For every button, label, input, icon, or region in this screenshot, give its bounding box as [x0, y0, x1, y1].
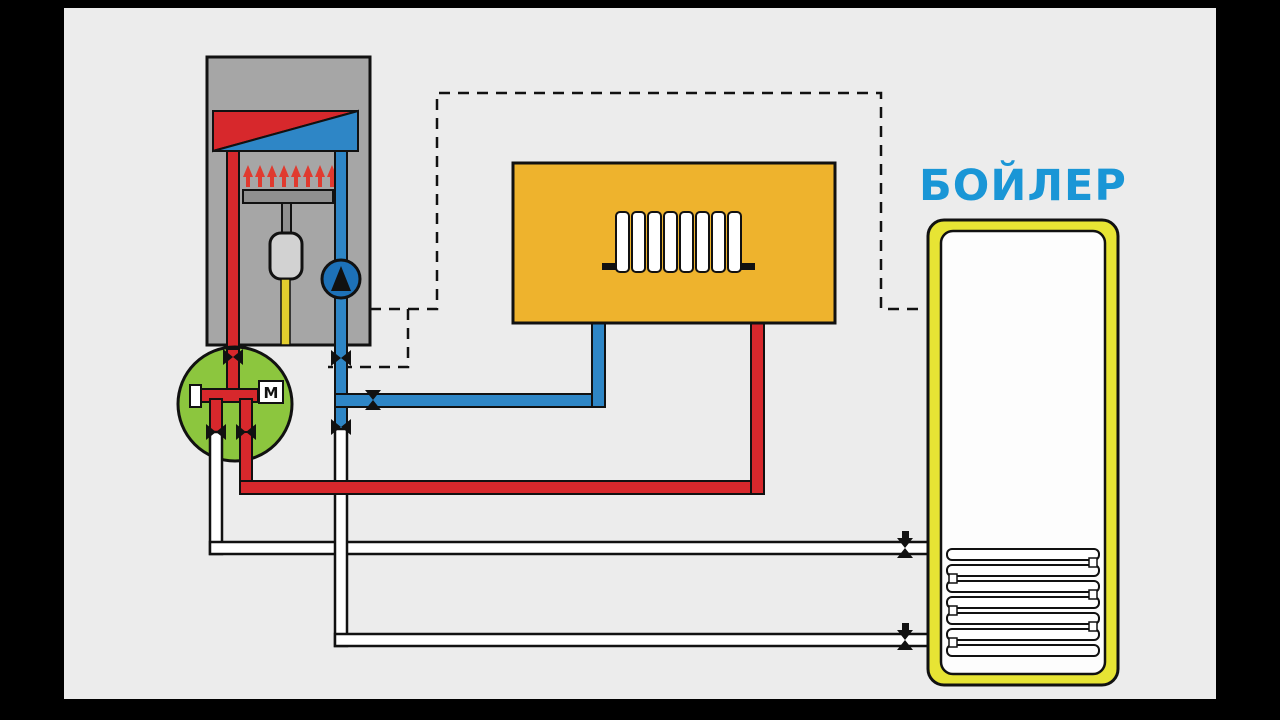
mixer-end-cap [189, 384, 202, 408]
tank-coil [946, 548, 1100, 657]
indirect-tank: БОЙЛЕР [919, 160, 1127, 687]
heated-room [511, 161, 837, 325]
shutoff-valves [206, 349, 913, 650]
control-wire-mixing-valve [328, 309, 410, 369]
coil-turn [946, 596, 1100, 609]
coil-turn [946, 564, 1100, 577]
radiator-section [615, 211, 630, 273]
coil-connector [1088, 621, 1098, 632]
gas-pipe [280, 278, 291, 346]
radiator-section [647, 211, 662, 273]
radiator-stub-left [602, 263, 616, 270]
heat-exchanger-cold-wedge [212, 109, 359, 152]
tank-interior [939, 229, 1107, 676]
radiator-stub-right [741, 263, 755, 270]
radiator-hot-riser [750, 322, 765, 495]
radiator-section [631, 211, 646, 273]
coil-connector [1088, 589, 1098, 600]
radiator-section [663, 211, 678, 273]
radiator-cold-riser [591, 322, 606, 408]
coil-connector [948, 605, 958, 616]
burner-stem [281, 202, 292, 235]
pump-arrow-icon [331, 266, 351, 291]
control-wiring [328, 91, 926, 369]
coil-turn [946, 548, 1100, 561]
coil-connector [948, 573, 958, 584]
coil-pipe-right-vertical [333, 427, 349, 648]
valve-handle [902, 531, 909, 541]
pump-inlet-riser [334, 150, 348, 264]
boiler-supply-pipe [226, 150, 240, 362]
coil-turn [946, 628, 1100, 641]
gas-valve [268, 231, 304, 281]
valve-motor-label: M [264, 384, 279, 402]
coil-turn [946, 580, 1100, 593]
valve-handle [902, 623, 909, 633]
burner-manifold [242, 189, 334, 204]
pump-outlet-riser [334, 294, 348, 430]
radiator-section [711, 211, 726, 273]
heating-hot-pipes [239, 322, 765, 495]
radiator-section [727, 211, 742, 273]
coil-pipe-lower-horizontal [333, 632, 937, 648]
coil-turn [946, 612, 1100, 625]
circulation-pump [320, 258, 362, 300]
coil-pipe-left-vertical [208, 430, 224, 556]
radiator-section [679, 211, 694, 273]
coil-connector [1088, 557, 1098, 568]
supply-riser [226, 150, 240, 362]
radiator-section [695, 211, 710, 273]
coil-pipe-upper-horizontal [208, 540, 937, 556]
coil-turn [946, 644, 1100, 657]
coil-connector [948, 637, 958, 648]
control-wire-boiler-to-tank [370, 91, 926, 311]
hot-main-horizontal [239, 480, 759, 495]
mixing-valve-unit: M [176, 345, 294, 463]
radiator [615, 211, 742, 273]
mixing-valve-piping [196, 348, 259, 435]
tank-title: БОЙЛЕР [919, 160, 1127, 211]
valve-motor-box [258, 380, 284, 404]
